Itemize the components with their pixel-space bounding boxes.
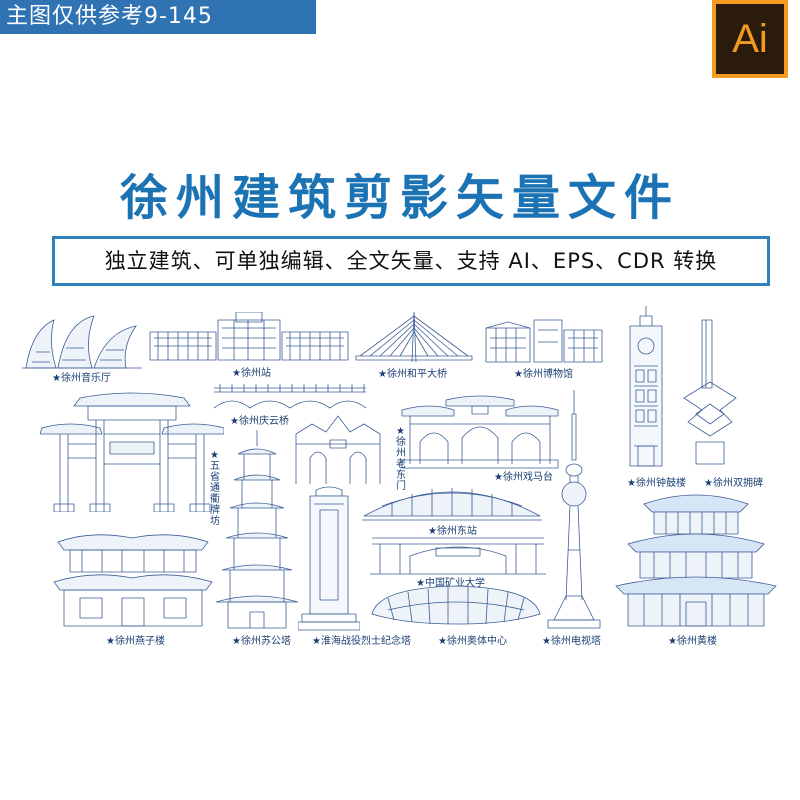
station-illustration [148,312,350,362]
bell-tower-illustration [624,306,668,470]
subtitle-banner: 独立建筑、可单独编辑、全文矢量、支持 AI、EPS、CDR 转换 [52,236,770,286]
label-station: ★徐州站 [232,368,271,379]
yanzi-lou-illustration [52,522,214,630]
label-paifang: ★五省通衢牌坊 [210,450,220,527]
label-huang-lou: ★徐州黄楼 [668,636,717,647]
museum-illustration [484,316,604,364]
label-museum: ★徐州博物馆 [514,369,573,380]
tv-tower-illustration [546,390,602,630]
label-ximatai: ★徐州戏马台 [494,472,553,483]
east-station-illustration [362,476,542,522]
paifang-illustration [40,384,224,512]
label-music-hall: ★徐州音乐厅 [52,373,111,384]
label-olympic-center: ★徐州奥体中心 [438,636,507,647]
label-peace-bridge: ★徐州和平大桥 [378,369,447,380]
watermark-banner: 主图仅供参考9-145 [0,0,316,34]
label-east-station: ★徐州东站 [428,526,477,537]
music-hall-illustration [22,312,142,370]
sugong-pagoda-illustration [212,430,302,630]
label-yanzi-lou: ★徐州燕子楼 [106,636,165,647]
olympic-center-illustration [368,580,544,630]
label-qingyun-bridge: ★徐州庆云桥 [230,416,289,427]
label-twin-stele: ★徐州双拥碑 [704,478,763,489]
qingyun-bridge-illustration [212,380,368,410]
mining-university-illustration [370,532,546,576]
peace-bridge-illustration [354,310,474,364]
label-old-east-gate: ★徐州老东门 [396,426,406,492]
label-tv-tower: ★徐州电视塔 [542,636,601,647]
label-martyrs-tower: ★淮海战役烈士纪念塔 [312,636,411,647]
label-mining-university: ★中国矿业大学 [416,578,485,589]
ai-file-icon: Ai [712,0,788,78]
label-sugong-pagoda: ★徐州苏公塔 [232,636,291,647]
label-bell-tower: ★徐州钟鼓楼 [627,478,686,489]
ximatai-illustration [400,394,560,470]
page-title: 徐州建筑剪影矢量文件 [119,170,680,226]
twin-stele-illustration [680,318,740,468]
old-east-gate-illustration [290,414,386,484]
huang-lou-illustration [614,488,778,630]
martyrs-tower-illustration [298,486,360,632]
